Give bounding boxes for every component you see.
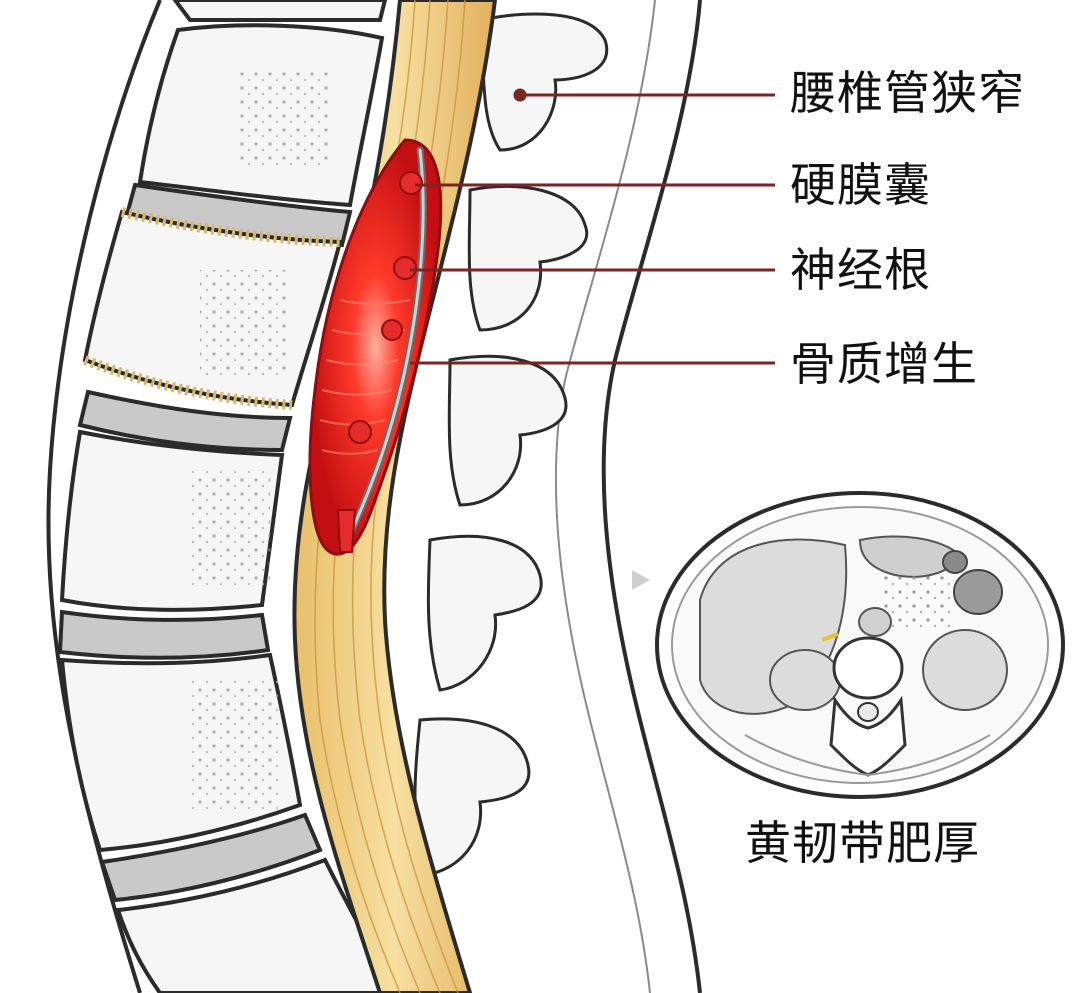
label-osteophyte: 骨质增生 bbox=[790, 341, 978, 387]
cross-section-inset bbox=[657, 493, 1063, 797]
pointer-triangle-icon bbox=[632, 570, 650, 590]
section-kidney-right bbox=[923, 630, 1007, 710]
disc-3 bbox=[60, 612, 268, 658]
label-spinal-stenosis: 腰椎管狭窄 bbox=[790, 70, 1025, 116]
section-aorta bbox=[859, 608, 891, 636]
label-dural-sac: 硬膜囊 bbox=[790, 162, 931, 208]
vertebra-l1 bbox=[175, 0, 385, 20]
label-nerve-root: 神经根 bbox=[790, 247, 931, 293]
section-colon-dark bbox=[954, 570, 1002, 614]
label-ligamentum-flavum-hypertrophy: 黄韧带肥厚 bbox=[745, 820, 980, 866]
section-kidney-left bbox=[770, 650, 840, 710]
back-skin-contour bbox=[604, 0, 700, 993]
section-vertebral-body bbox=[834, 638, 902, 698]
